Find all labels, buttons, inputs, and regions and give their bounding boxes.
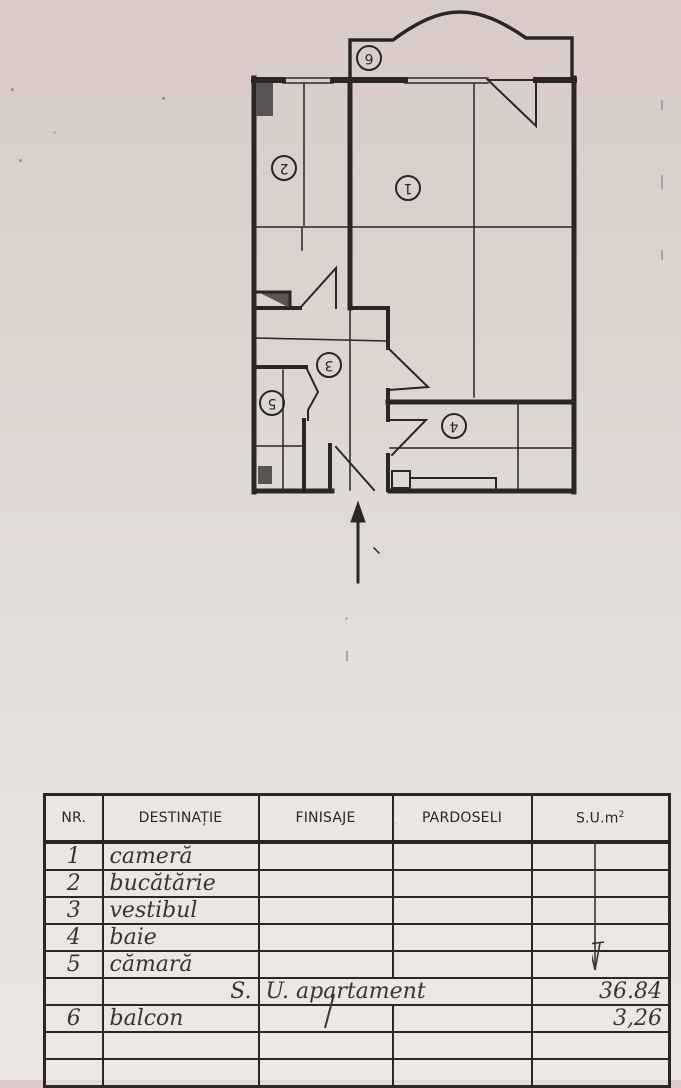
row-destinatie: baie [101,923,260,952]
row-finisaje [257,923,394,952]
row-finisaje [257,1004,394,1033]
row-destinatie: vestibul [101,896,260,925]
paper-speck [345,617,348,620]
total-nr [43,977,104,1006]
table-row: 5 cămară [43,950,671,979]
total-row: S. U. apartament 36.84 [43,977,671,1006]
table-row-balcon: 6 balcon 3,26 [43,1004,671,1033]
paper-speck [19,159,22,162]
row-su [530,869,671,898]
row-finisaje [257,896,394,925]
header-su-superscript: 2 [618,809,625,820]
row-destinatie: balcon [101,1004,260,1033]
room-label-4: 4 [441,413,467,439]
paper-speck [11,88,14,91]
row-su [530,950,671,979]
empty-cell [101,1031,260,1060]
room-label-3: 3 [316,352,342,378]
row-finisaje [257,869,394,898]
row-pardoseli [391,950,533,979]
empty-cell [530,1031,671,1060]
room-label-1: 1 [395,175,421,201]
margin-mark [661,100,663,110]
empty-row [43,1031,671,1060]
row-finisaje [257,841,394,871]
room-label-5: 5 [259,390,285,416]
row-destinatie: cămară [101,950,260,979]
row-finisaje [257,950,394,979]
table-header-row: NR. DESTINAȚIE FINISAJE PARDOSELI S.U.m2 [43,793,671,844]
handwritten-stroke [324,993,335,1029]
empty-cell [101,1058,260,1088]
room-label-6: 6 [356,45,382,71]
table-row: 1 cameră [43,841,671,871]
row-su [530,841,671,871]
empty-cell [43,1058,104,1088]
row-destinatie: bucătărie [101,869,260,898]
row-nr: 2 [43,869,104,898]
paper-speck [162,97,165,100]
paper-speck [53,131,56,134]
margin-mark [661,250,663,260]
empty-cell [530,1058,671,1088]
row-su [530,923,671,952]
header-finisaje: FINISAJE [257,793,394,844]
total-label-part2: U. apartament [257,977,533,1006]
header-su: S.U.m2 [530,793,671,844]
table-row: 3 vestibul [43,896,671,925]
row-destinatie: cameră [101,841,260,871]
empty-cell [43,1031,104,1060]
row-pardoseli [391,896,533,925]
empty-row [43,1058,671,1088]
table-row: 4 baie [43,923,671,952]
empty-cell [391,1058,533,1088]
row-pardoseli [391,923,533,952]
empty-cell [257,1058,394,1088]
row-pardoseli [391,1004,533,1033]
row-pardoseli [391,841,533,871]
total-label-part1: S. [101,977,260,1006]
table-row: 2 bucătărie [43,869,671,898]
header-su-label: S.U.m [575,810,619,827]
header-nr: NR. [43,793,104,844]
room-schedule-table: NR. DESTINAȚIE FINISAJE PARDOSELI S.U.m2… [43,793,671,1088]
row-nr: 4 [43,923,104,952]
total-su-value: 36.84 [530,977,671,1006]
floor-plan-drawing [251,10,577,584]
row-su [530,896,671,925]
header-pardoseli: PARDOSELI [391,793,533,844]
margin-mark [346,651,348,661]
room-label-2: 2 [271,155,297,181]
margin-mark [661,175,663,189]
row-nr: 5 [43,950,104,979]
sum-arrow-icon [592,842,605,971]
empty-cell [257,1031,394,1060]
header-destinatie: DESTINAȚIE [101,793,260,844]
row-pardoseli [391,869,533,898]
row-nr: 3 [43,896,104,925]
row-su: 3,26 [530,1004,671,1033]
row-nr: 1 [43,841,104,871]
row-nr: 6 [43,1004,104,1033]
empty-cell [391,1031,533,1060]
